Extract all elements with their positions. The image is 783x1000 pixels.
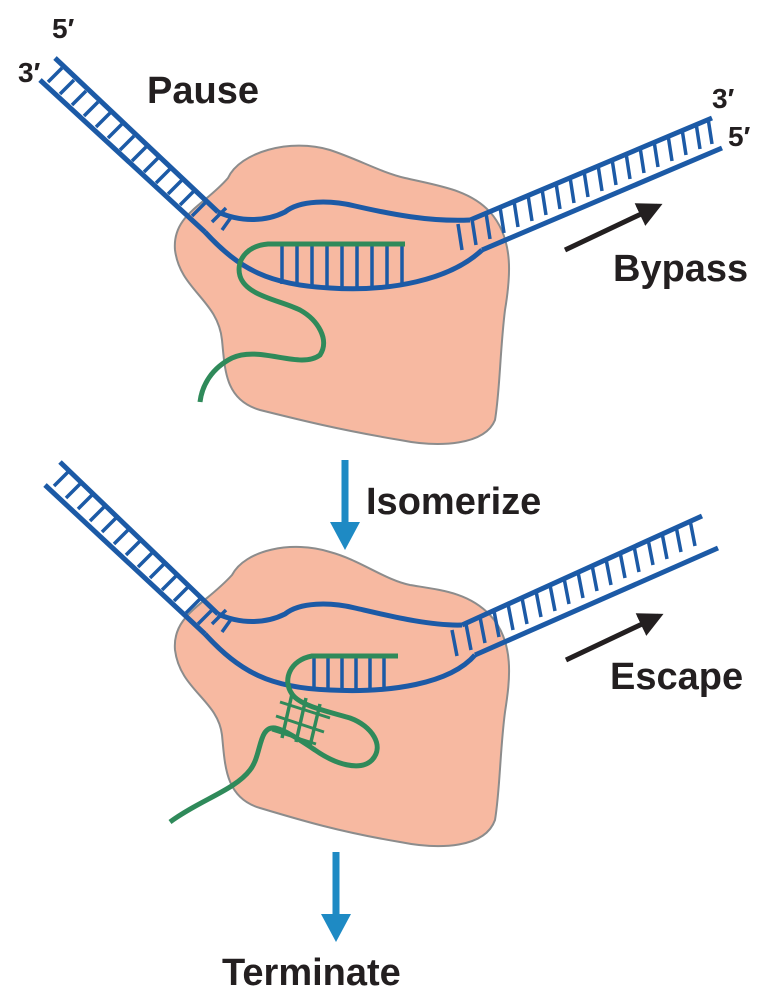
rna-polymerase-bottom	[173, 545, 511, 847]
escape-complex	[43, 460, 720, 847]
isomerize-label: Isomerize	[366, 481, 541, 523]
top-left-3-prime-label: 3′	[18, 57, 41, 88]
bypass-label: Bypass	[613, 248, 748, 290]
rna-dna-hybrid-top	[280, 246, 404, 288]
template-strand-top	[203, 230, 484, 292]
dna-right-arm-top	[456, 115, 723, 253]
terminate-label: Terminate	[222, 952, 401, 994]
dna-right-arm-bottom	[450, 513, 720, 658]
isomerize-arrow	[330, 460, 360, 550]
pause-label: Pause	[147, 70, 259, 112]
pause-complex	[38, 56, 723, 445]
bypass-arrow	[563, 203, 663, 253]
escape-label: Escape	[610, 656, 743, 698]
terminate-arrow	[321, 852, 351, 942]
dna-left-arm-bottom	[43, 460, 220, 636]
top-right-5-prime-label: 5′	[728, 121, 751, 152]
template-strand-bottom	[203, 632, 477, 694]
non-template-strand-bottom	[216, 601, 463, 628]
non-template-strand-top	[216, 199, 471, 223]
escape-arrow	[564, 613, 664, 663]
rna-polymerase-top	[173, 144, 511, 445]
dna-left-arm-top	[38, 56, 220, 234]
rna-transcript-bottom	[168, 653, 398, 825]
top-left-5-prime-label: 5′	[52, 13, 75, 44]
rna-dna-hybrid-bottom	[312, 658, 386, 690]
rna-transcript-top	[197, 241, 405, 403]
rna-hairpin-stem	[280, 693, 322, 747]
top-right-3-prime-label: 3′	[712, 83, 735, 114]
